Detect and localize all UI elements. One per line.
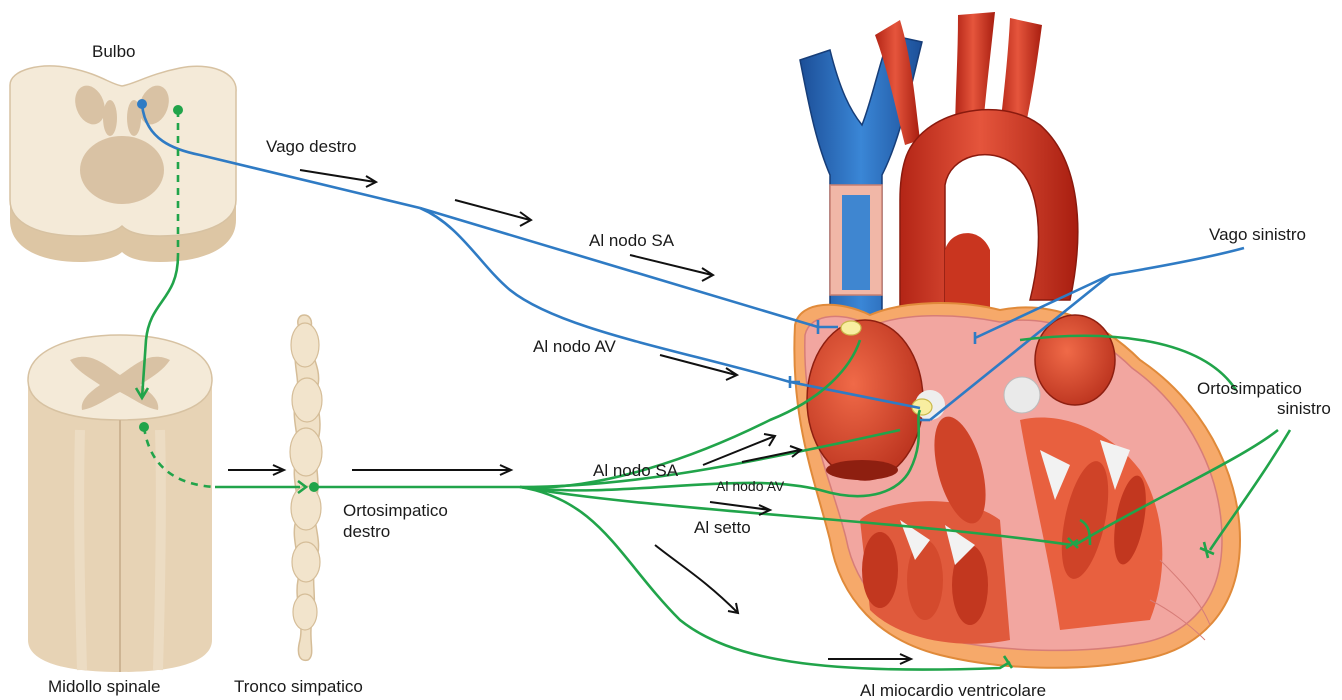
label-al-nodo-sa-vagal: Al nodo SA [589, 231, 675, 250]
medulla-illustration [10, 66, 236, 262]
label-al-nodo-av-vagal: Al nodo AV [533, 337, 617, 356]
label-ortosimpatico-destro-line1: Ortosimpatico [343, 501, 448, 520]
label-al-miocardio-ventricolare: Al miocardio ventricolare [860, 681, 1046, 700]
label-al-nodo-av-sympathetic: Al nodo AV [716, 478, 785, 494]
heart-illustration [794, 12, 1240, 668]
label-ortosimpatico-sinistro-line2: sinistro [1277, 399, 1331, 418]
label-al-nodo-sa-sympathetic: Al nodo SA [593, 461, 679, 480]
label-vago-destro: Vago destro [266, 137, 356, 156]
label-al-setto: Al setto [694, 518, 751, 537]
spinal-cord-illustration [28, 335, 212, 672]
label-vago-sinistro: Vago sinistro [1209, 225, 1306, 244]
label-tronco-simpatico: Tronco simpatico [234, 677, 363, 696]
label-ortosimpatico-sinistro-line1: Ortosimpatico [1197, 379, 1302, 398]
label-bulbo: Bulbo [92, 42, 135, 61]
label-ortosimpatico-destro-line2: destro [343, 522, 390, 541]
label-midollo-spinale: Midollo spinale [48, 677, 160, 696]
